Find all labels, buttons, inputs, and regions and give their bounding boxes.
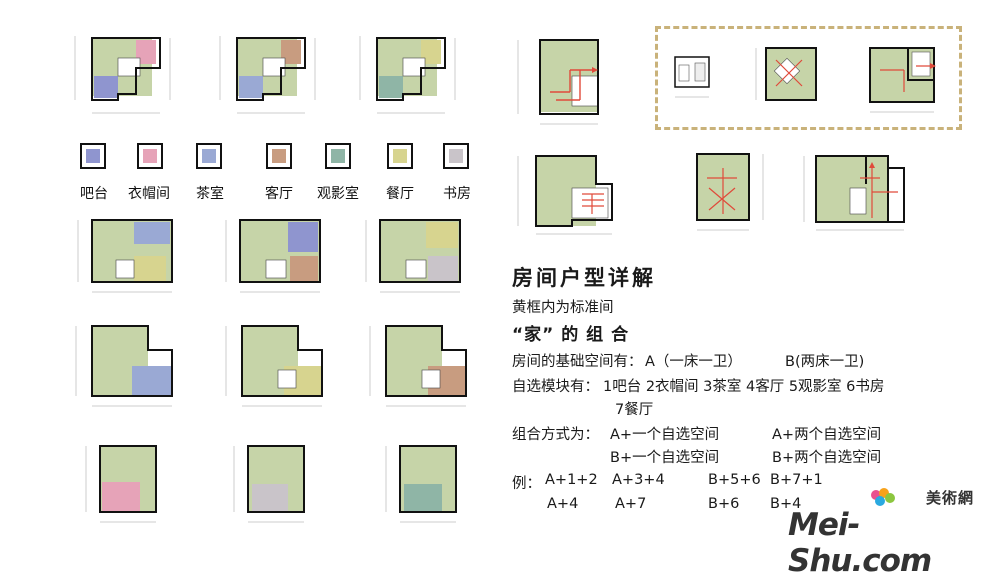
standard-plan-2 — [752, 40, 832, 112]
example-label: 例： — [512, 476, 541, 492]
floor-plan-r3-2 — [222, 318, 337, 413]
basic-label: 房间的基础空间有： — [512, 354, 643, 370]
basic-b: B(两床一卫) — [785, 354, 865, 370]
example-8: B+4 — [770, 496, 802, 512]
floor-plan-r1-1 — [70, 28, 180, 123]
example-4: B+7+1 — [770, 472, 823, 488]
legend-swatch-tearoom — [196, 143, 222, 169]
legend-label-bar: 吧台 — [80, 186, 108, 202]
combine-a1: A+一个自选空间 — [610, 427, 720, 443]
floor-plan-r4-3 — [380, 438, 480, 528]
example-3: B+5+6 — [708, 472, 761, 488]
modules-line2: 7餐厅 — [615, 402, 654, 418]
combine-b1: B+一个自选空间 — [610, 450, 720, 466]
combine-label: 组合方式为： — [512, 427, 599, 443]
legend-label-tearoom: 茶室 — [196, 186, 224, 202]
subtitle: 黄框内为标准间 — [512, 300, 614, 316]
legend-swatch-cloakroom — [137, 143, 163, 169]
floor-plan-r1-2 — [215, 28, 325, 123]
legend-label-theater: 观影室 — [317, 186, 359, 202]
legend-swatch-dining — [387, 143, 413, 169]
basic-a: A（一床一卫） — [645, 354, 742, 370]
legend-label-living: 客厅 — [265, 186, 293, 202]
floor-plan-r2-3 — [360, 212, 475, 302]
legend-label-study: 书房 — [443, 186, 471, 202]
legend-swatch-theater — [325, 143, 351, 169]
legend-label-dining: 餐厅 — [386, 186, 414, 202]
modules-line1: 1吧台 2衣帽间 3茶室 4客厅 5观影室 6书房 — [603, 379, 885, 395]
combine-b2: B+两个自选空间 — [772, 450, 882, 466]
example-1: A+1+2 — [545, 472, 598, 488]
logo-chinese: 美術網 — [925, 489, 974, 507]
example-7: B+6 — [708, 496, 740, 512]
combo-title: “家” 的 组 合 — [512, 325, 630, 345]
floor-plan-r3-1 — [72, 318, 187, 413]
modules-label: 自选模块有： — [512, 379, 599, 395]
circulation-plan-4 — [800, 148, 925, 236]
floor-plan-r4-2 — [228, 438, 328, 528]
floor-plan-r2-2 — [220, 212, 335, 302]
example-6: A+7 — [615, 496, 647, 512]
logo-brand: Mei-Shu.com — [788, 507, 932, 579]
legend-swatch-study — [443, 143, 469, 169]
standard-room-frame — [655, 26, 962, 130]
floor-plan-r3-3 — [366, 318, 481, 413]
floor-plan-r4-1 — [80, 438, 180, 528]
legend-swatch-living — [266, 143, 292, 169]
page-title: 房间户型详解 — [512, 266, 656, 290]
example-5: A+4 — [547, 496, 579, 512]
example-2: A+3+4 — [612, 472, 665, 488]
standard-plan-3 — [860, 40, 950, 118]
standard-plan-1 — [665, 45, 725, 115]
circulation-plan-1 — [510, 30, 630, 130]
combine-a2: A+两个自选空间 — [772, 427, 882, 443]
circulation-plan-2 — [512, 150, 642, 240]
flower-logo-icon — [871, 488, 895, 506]
legend-swatch-bar — [80, 143, 106, 169]
floor-plan-r1-3 — [355, 28, 465, 123]
meishu-logo: 美術網 Mei-Shu.com — [788, 487, 978, 579]
legend-label-cloakroom: 衣帽间 — [128, 186, 170, 202]
circulation-plan-3 — [675, 148, 785, 236]
floor-plan-r2-1 — [72, 212, 187, 302]
